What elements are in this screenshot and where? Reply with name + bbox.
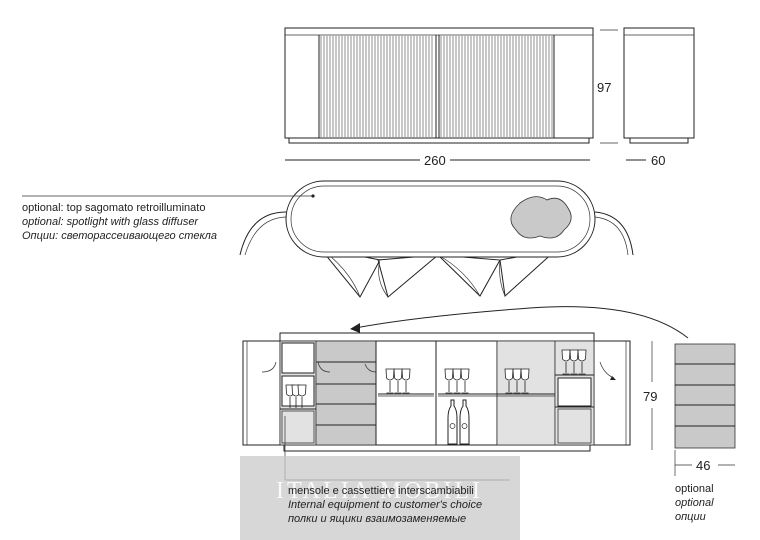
side-elevation bbox=[623, 27, 695, 144]
callout-panel-line-2: optional bbox=[675, 497, 714, 509]
callout-top-line-1: optional: top sagomato retroilluminato bbox=[22, 202, 206, 214]
wine-glass bbox=[512, 368, 522, 394]
callout-panel-line-1: optional bbox=[675, 483, 714, 495]
wine-glass bbox=[577, 349, 587, 375]
wine-glass bbox=[569, 349, 579, 375]
callout-interior-line-3: полки и ящики взаимозаменяемые bbox=[288, 513, 467, 525]
callout-panel-line-3: опции bbox=[675, 511, 706, 523]
watermark: ITALIA MOBILI bbox=[240, 456, 520, 540]
height-dimension-97: 97 bbox=[597, 29, 618, 144]
depth-dimension-46: 46 bbox=[674, 450, 735, 476]
callout-top-line-2: optional: spotlight with glass diffuser bbox=[22, 216, 199, 228]
optional-side-panel bbox=[674, 343, 736, 449]
dimension-260-label: 260 bbox=[424, 153, 446, 168]
wine-glass bbox=[297, 384, 307, 410]
callout-interior-line-2: Internal equipment to customer's choice bbox=[288, 499, 483, 511]
wine-glass bbox=[393, 368, 403, 394]
plan-view bbox=[239, 180, 634, 298]
dimension-79-label: 79 bbox=[643, 389, 657, 404]
callout-top: optional: top sagomato retroilluminato o… bbox=[22, 201, 217, 243]
bottles bbox=[447, 399, 470, 445]
open-elevation bbox=[242, 332, 631, 452]
wine-glass bbox=[504, 368, 514, 394]
front-elevation bbox=[284, 27, 594, 144]
swap-arrow bbox=[350, 306, 689, 339]
wine-glasses bbox=[285, 349, 587, 410]
width-dimension-260: 260 bbox=[285, 153, 590, 168]
callout-top-line-3: Опции: светорассеивающего стекла bbox=[22, 230, 218, 242]
wine-glass bbox=[452, 368, 462, 394]
dimension-60-label: 60 bbox=[651, 153, 665, 168]
wine-glass bbox=[385, 368, 395, 394]
callout-interior: mensole e cassettiere interscambiabili I… bbox=[288, 484, 482, 526]
wine-glass bbox=[460, 368, 470, 394]
height-dimension-79: 79 bbox=[643, 341, 657, 450]
wine-glass bbox=[520, 368, 530, 394]
fluted-doors bbox=[320, 36, 553, 137]
dimension-97-label: 97 bbox=[597, 80, 611, 95]
dimension-46-label: 46 bbox=[696, 458, 710, 473]
callout-interior-line-1: mensole e cassettiere interscambiabili bbox=[288, 485, 474, 497]
watermark-text: ITALIA MOBILI bbox=[276, 478, 484, 504]
wine-glass bbox=[444, 368, 454, 394]
wine-glass bbox=[401, 368, 411, 394]
depth-dimension-60: 60 bbox=[626, 153, 665, 168]
callout-panel: optional optional опции bbox=[675, 482, 714, 524]
callout-leader-top bbox=[22, 194, 315, 198]
wine-glass bbox=[561, 349, 571, 375]
